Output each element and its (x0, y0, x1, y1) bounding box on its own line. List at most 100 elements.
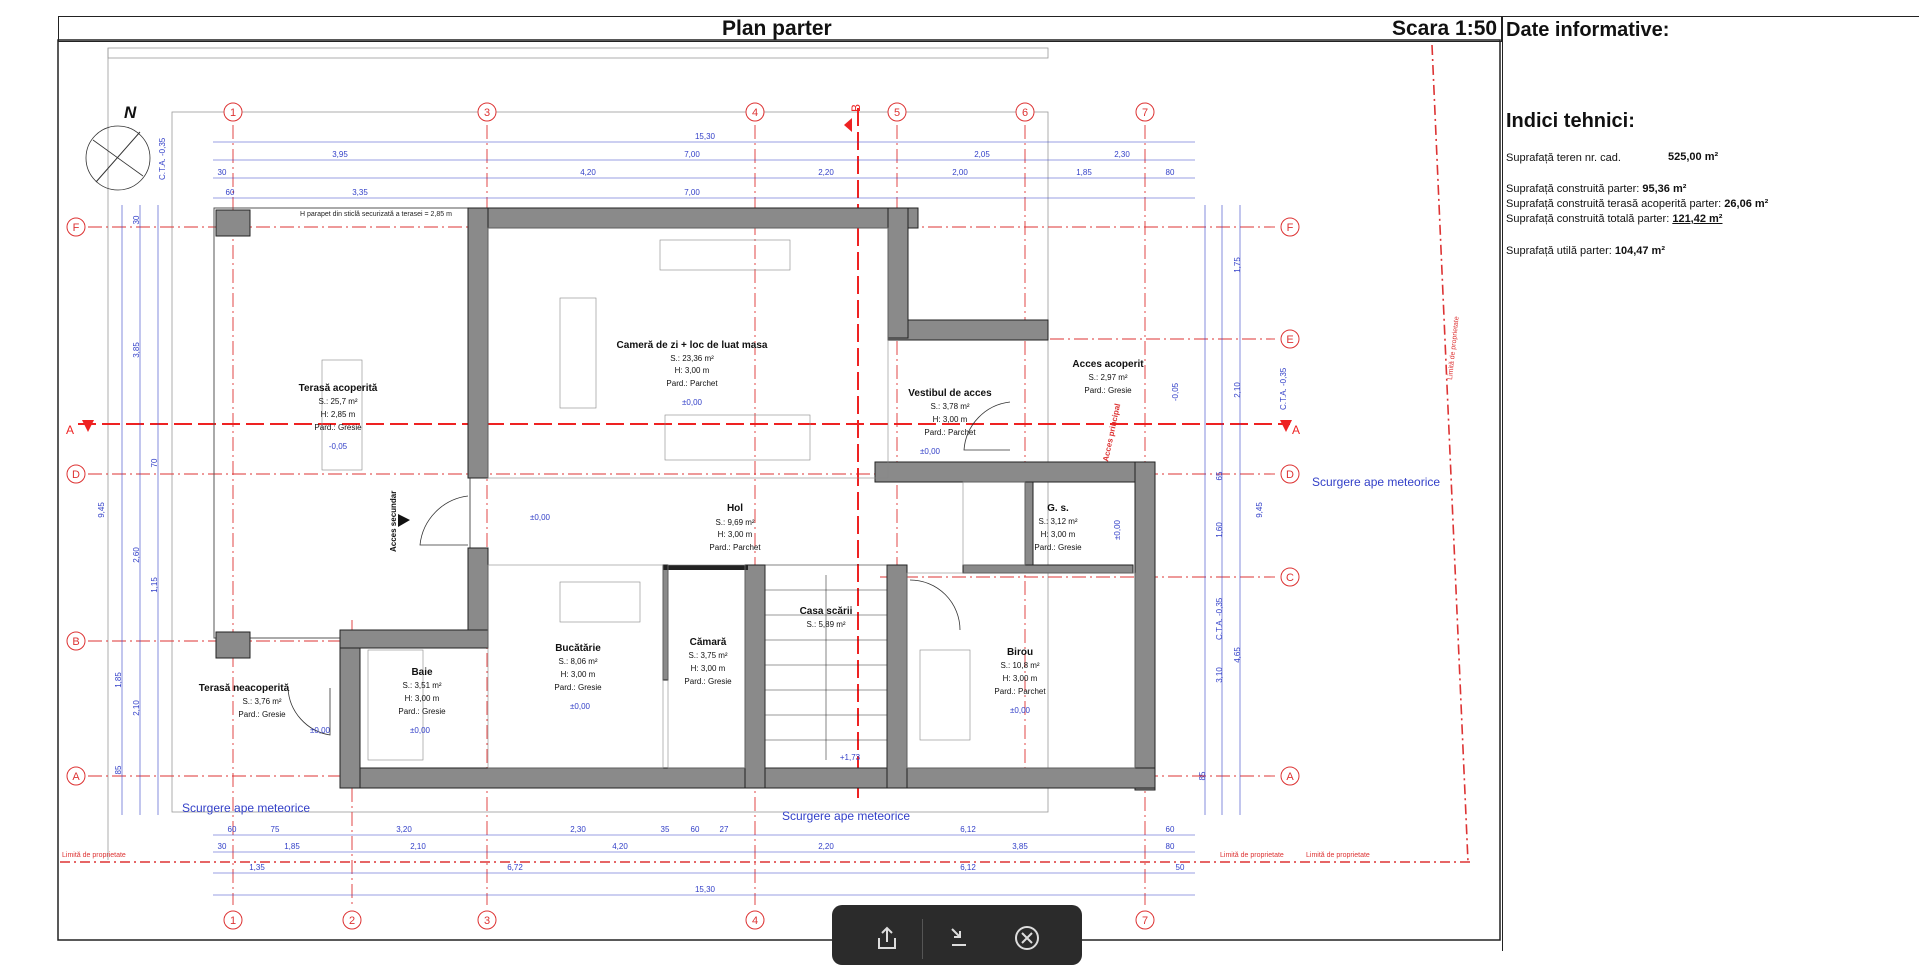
dim-top-r2-3: 2,30 (1114, 150, 1130, 159)
axis-bubble-bot-3 (477, 910, 497, 930)
dim-right-1: 2,10 (1233, 382, 1242, 398)
dim-top-r3-4: 1,85 (1076, 168, 1092, 177)
wall-stair-west (744, 564, 766, 789)
axis-bubble-top-6 (1015, 102, 1035, 122)
cta-label-2: C.T.A. -0,35 (1279, 367, 1288, 410)
secondary-access-arrow (398, 514, 410, 527)
dim-bot-r2-5: 3,85 (1012, 842, 1028, 851)
axis-bubble-left-D (66, 464, 86, 484)
dim-top-overall: 15,30 (695, 132, 716, 141)
room-hall-name: Hol (727, 503, 743, 514)
sc-totala-label: Suprafață construită totală parter: (1506, 213, 1673, 225)
room-vestibule-name: Vestibul de acces (908, 388, 992, 399)
room-stair-lvl: +1,73 (840, 753, 861, 762)
dim-right-2: 65 (1215, 471, 1224, 480)
north-label: N (124, 103, 137, 122)
room-living-lvl: ±0,00 (682, 398, 703, 407)
dim-top-r3-1: 4,20 (580, 168, 596, 177)
axis-label-right-A: A (1286, 771, 1294, 783)
wall-east (1134, 461, 1156, 791)
living-carpet (664, 414, 811, 461)
room-open-terrace-name: Terasă neacoperită (199, 683, 290, 694)
room-living-name: Cameră de zi + loc de luat masa (617, 340, 768, 351)
dim-left-0: 30 (132, 215, 141, 224)
room-covered-access-name: Acces acoperit (1072, 359, 1144, 370)
axis-label-bot-3: 3 (484, 915, 490, 927)
room-hall-p: Pard.: Parchet (709, 543, 761, 552)
teren-value: 525,00 m² (1668, 151, 1719, 163)
secondary-access-label: Acces secundar (389, 491, 398, 552)
dim-left-7: 85 (114, 765, 123, 774)
door-main (963, 401, 1011, 451)
wall-vestibule-north (887, 319, 1049, 341)
room-office-name: Birou (1007, 647, 1033, 658)
property-limit-right (1431, 44, 1469, 863)
door-terrace (287, 687, 331, 736)
drainage-label-1: Scurgere ape meteorice (182, 801, 310, 815)
staircase (764, 564, 888, 769)
axis-bubble-right-A (1280, 766, 1300, 786)
room-vestibule-p: Pard.: Parchet (924, 428, 976, 437)
teren-label: Suprafață teren nr. cad. (1506, 152, 1621, 164)
office-zone (906, 572, 1136, 769)
axis-label-right-C: C (1286, 572, 1294, 584)
share-icon[interactable] (872, 923, 902, 953)
kitchen-counter (559, 581, 641, 623)
interior-outlines (321, 227, 1136, 769)
axis-label-left-F: F (73, 222, 80, 234)
axis-bubble-left-F (66, 217, 86, 237)
door-secondary (419, 495, 469, 546)
room-stair-s: S.: 5,89 m² (806, 620, 845, 629)
north-cross (92, 139, 144, 177)
walls (339, 207, 1156, 791)
terrace-table (321, 359, 363, 471)
axis-bubble-top-4 (745, 102, 765, 122)
plan-title: Plan parter (722, 17, 832, 40)
room-bath-p: Pard.: Gresie (398, 707, 446, 716)
axis-label-left-B: B (72, 636, 79, 648)
doors (287, 401, 1011, 736)
dim-right-0: 1,75 (1233, 257, 1242, 273)
dim-top-r2-2: 2,05 (974, 150, 990, 159)
su-parter-value: 104,47 m² (1614, 245, 1665, 257)
section-label-b: B (849, 104, 863, 112)
axis-bubble-top-7 (1135, 102, 1155, 122)
living-sofa (659, 239, 791, 271)
dim-left-5: 1,85 (114, 672, 123, 688)
info-panel (1502, 16, 1919, 951)
close-icon[interactable] (1012, 923, 1042, 953)
section-arrow-a-left (82, 420, 94, 432)
main-access-label: Acces principal (1101, 403, 1122, 463)
axis-label-bot-7: 7 (1142, 915, 1148, 927)
cta-label-3: C.T.A. -0,35 (1215, 597, 1224, 640)
su-parter: Suprafață utilă parter: 104,47 m² (1506, 245, 1665, 257)
dim-bot-r1-3: 2,30 (570, 825, 586, 834)
room-hall-lvl: ±0,00 (530, 513, 551, 522)
axis-label-bot-2: 2 (349, 915, 355, 927)
axis-label-left-A: A (72, 771, 80, 783)
axis-bubble-right-F (1280, 217, 1300, 237)
dim-left-3: 2,60 (132, 547, 141, 563)
dim-right-overall: 9,45 (1255, 502, 1264, 518)
living-room-zone (487, 227, 889, 479)
wall-west-upper (467, 207, 489, 479)
room-pantry-h: H: 3,00 m (691, 664, 726, 673)
dim-top-r4-2: 7,00 (684, 188, 700, 197)
north-circle (85, 125, 151, 191)
axis-label-left-D: D (72, 469, 80, 481)
axis-bubble-left-B (66, 631, 86, 651)
property-limit-label-2: Limită de proprietate (1220, 852, 1284, 859)
room-kitchen-p: Pard.: Gresie (554, 683, 602, 692)
room-kitchen-s: S.: 8,06 m² (558, 657, 597, 666)
axis-bubble-right-E (1280, 329, 1300, 349)
office-desk (919, 649, 971, 741)
room-terrace-name: Terasă acoperită (299, 383, 378, 394)
room-open-terrace-p: Pard.: Gresie (238, 710, 286, 719)
room-bath-lvl: ±0,00 (410, 726, 431, 735)
room-bath-name: Baie (411, 667, 433, 678)
room-covered-access-p: Pard.: Gresie (1084, 386, 1132, 395)
sc-totala: Suprafață construită totală parter: 121,… (1506, 213, 1722, 225)
dim-top-r3-3: 2,00 (952, 168, 968, 177)
dim-left-6: 2,10 (132, 700, 141, 716)
collapse-icon[interactable] (944, 923, 974, 953)
